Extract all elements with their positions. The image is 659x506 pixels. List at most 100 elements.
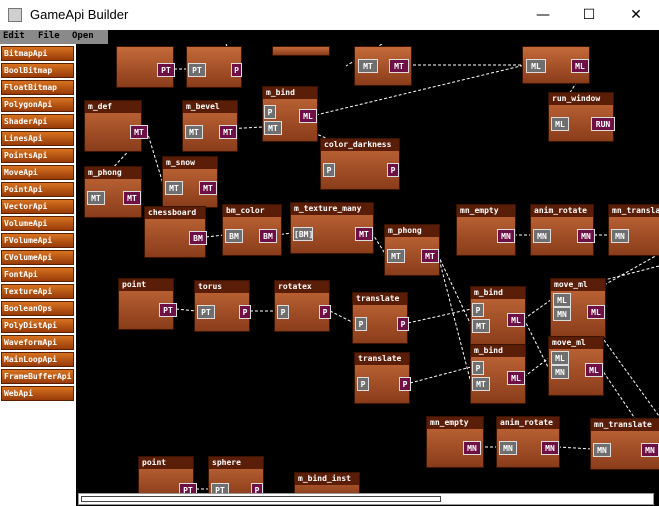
sidebar-item-linesapi[interactable]: LinesApi [1,131,74,146]
output-port-p[interactable]: P [319,305,331,319]
menu-file[interactable]: File [38,31,60,41]
input-port-bm[interactable]: [BM] [293,227,313,241]
sidebar-item-cvolumeapi[interactable]: CVolumeApi [1,250,74,265]
output-port-mn[interactable]: MN [463,441,481,455]
input-port-mn[interactable]: MN [593,443,611,457]
sidebar-item-vectorapi[interactable]: VectorApi [1,199,74,214]
output-port-mn[interactable]: MN [541,441,559,455]
sidebar-item-textureapi[interactable]: TextureApi [1,284,74,299]
input-port-mn[interactable]: MN [611,229,629,243]
node-untitled[interactable]: ML ML [522,46,590,84]
sidebar-item-fvolumeapi[interactable]: FVolumeApi [1,233,74,248]
sidebar-item-webapi[interactable]: WebApi [1,386,74,401]
sidebar-item-moveapi[interactable]: MoveApi [1,165,74,180]
input-port-ml[interactable]: ML [526,59,546,73]
input-port-mt[interactable]: MT [472,319,490,333]
input-port-bm[interactable]: BM [225,229,243,243]
output-port-ml[interactable]: ML [585,363,603,377]
output-port-bm[interactable]: BM [259,229,277,243]
input-port-mt[interactable]: MT [264,121,282,135]
input-port-mt[interactable]: MT [387,249,405,263]
output-port-mt[interactable]: MT [123,191,141,205]
output-port-ml[interactable]: ML [587,305,605,319]
input-port-ml[interactable]: ML [551,351,569,365]
output-port-mn[interactable]: MN [641,443,659,457]
input-port-p[interactable]: P [472,361,484,375]
sidebar-item-framebufferapi[interactable]: FrameBufferApi [1,369,74,384]
input-port-mn[interactable]: MN [533,229,551,243]
sidebar-item-booleanops[interactable]: BooleanOps [1,301,74,316]
maximize-button[interactable]: ☐ [582,7,596,23]
input-port-p[interactable]: P [472,303,484,317]
input-port-mn[interactable]: MN [553,307,571,321]
output-port-run[interactable]: RUN [591,117,615,131]
sidebar-item-bitmapapi[interactable]: BitmapApi [1,46,74,61]
minimize-button[interactable]: — [536,7,550,23]
horizontal-scrollbar[interactable] [78,493,654,505]
input-port-p[interactable]: P [264,105,276,119]
node-untitled[interactable]: PT P [186,46,242,88]
input-port-mt[interactable]: MT [185,125,203,139]
node-untitled[interactable]: PT [116,46,175,88]
output-port-ml[interactable]: ML [507,313,525,327]
input-port-mn[interactable]: MN [499,441,517,455]
output-port-p[interactable]: P [399,377,411,391]
sidebar-item-pointapi[interactable]: PointApi [1,182,74,197]
output-port-mn[interactable]: MN [497,229,515,243]
input-port-p[interactable]: P [357,377,369,391]
output-port-pt[interactable]: PT [159,303,177,317]
sidebar-item-volumeapi[interactable]: VolumeApi [1,216,74,231]
input-port-pt[interactable]: PT [188,63,206,77]
output-port-mt[interactable]: MT [130,125,148,139]
node-m-texture-many[interactable]: m_texture_many[BM]MT [290,202,374,254]
output-port-ml[interactable]: ML [571,59,589,73]
node-untitled[interactable] [272,46,330,56]
output-port-ml[interactable]: ML [507,371,525,385]
menu-open[interactable]: Open [72,31,94,41]
input-port-ml[interactable]: ML [553,293,571,307]
input-port-pt[interactable]: PT [197,305,215,319]
output-port-p[interactable]: P [231,63,242,77]
input-port-mn[interactable]: MN [551,365,569,379]
sidebar-item-floatbitmap[interactable]: FloatBitmap [1,80,74,95]
input-port-p[interactable]: P [277,305,289,319]
input-port-mt[interactable]: MT [472,377,490,391]
sidebar-item-polydistapi[interactable]: PolyDistApi [1,318,74,333]
sidebar-item-waveformapi[interactable]: WaveformApi [1,335,74,350]
sidebar-item-polygonapi[interactable]: PolygonApi [1,97,74,112]
output-port-mt[interactable]: MT [199,181,217,195]
scrollbar-thumb[interactable] [81,496,441,502]
input-port-p[interactable]: P [323,163,335,177]
output-port-mn[interactable]: MN [577,229,595,243]
output-port-bm[interactable]: BM [189,231,207,245]
sidebar-item-pointsapi[interactable]: PointsApi [1,148,74,163]
sidebar-item-fontapi[interactable]: FontApi [1,267,74,282]
input-port-mt[interactable]: MT [87,191,105,205]
menu-edit[interactable]: Edit [3,31,25,41]
output-port-p[interactable]: P [387,163,399,177]
